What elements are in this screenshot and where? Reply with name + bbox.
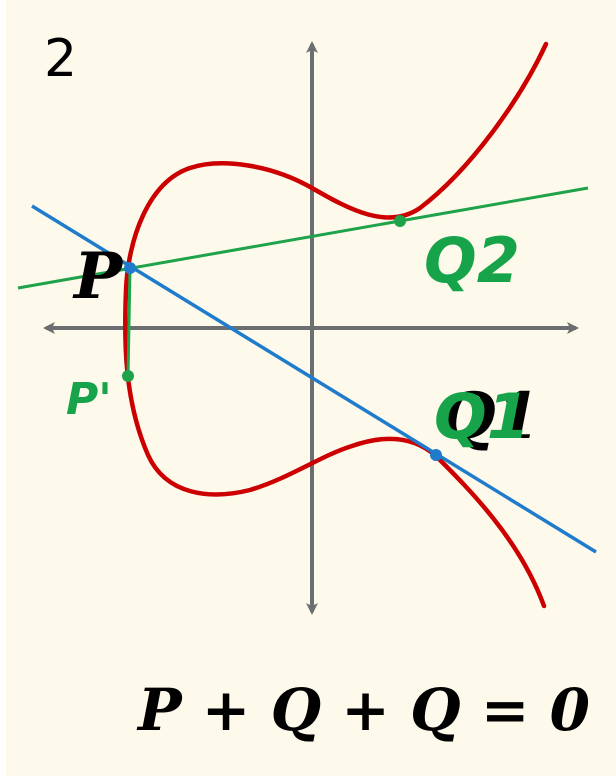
- point-q2-dot: [394, 215, 406, 227]
- reflection-line: [126, 267, 132, 377]
- figure-number: 2: [44, 29, 77, 89]
- point-q1-dot: [430, 449, 442, 461]
- point-p-dot: [124, 262, 136, 274]
- tangent-line: [17, 186, 589, 290]
- label-p-prime: P': [66, 374, 112, 425]
- label-q1-shadow: Q1: [440, 379, 540, 454]
- label-q2: Q2: [424, 224, 520, 297]
- point-p-prime-dot: [122, 370, 134, 382]
- equation: P + Q + Q = 0: [136, 676, 590, 744]
- label-q1: Q1: [434, 380, 530, 453]
- elliptic-curve: [122, 41, 549, 609]
- label-p: P: [72, 239, 124, 314]
